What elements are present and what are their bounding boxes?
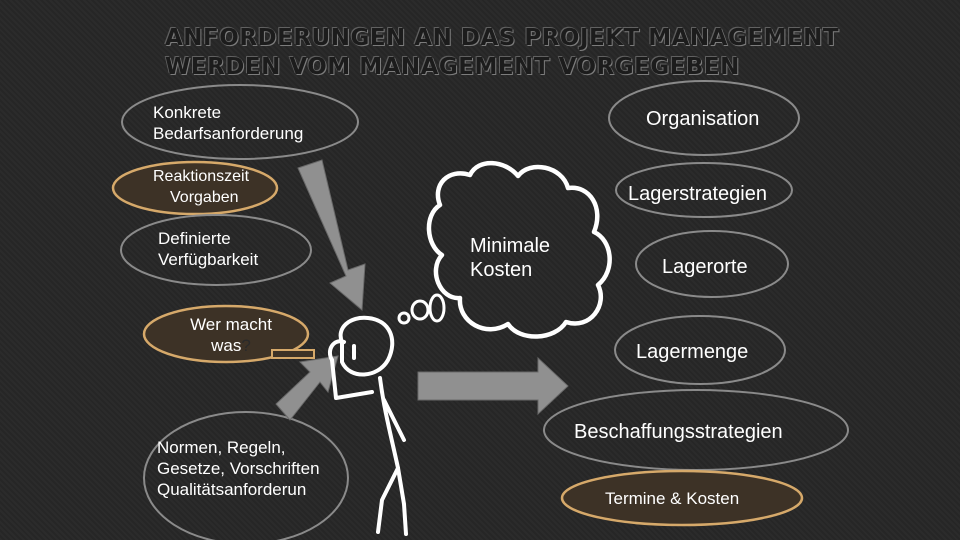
label-lagermenge: Lagermenge (636, 341, 749, 363)
person-leg-right (396, 466, 408, 536)
arrow-right (417, 356, 569, 416)
label-wer-macht: Wer macht was? (176, 314, 286, 356)
ellipse-lagerstrategien (615, 162, 793, 218)
label-cloud: Minimale Kosten (470, 234, 580, 282)
person-head (338, 315, 395, 377)
thought-bubble-medium (410, 299, 430, 321)
label-cloud-line2: Kosten (470, 259, 533, 281)
person-hand (327, 339, 346, 362)
thinking-person (327, 315, 408, 536)
person-body (378, 376, 400, 470)
label-cloud-line1: Minimale (470, 235, 551, 257)
label-verfuegbarkeit-line2: Verfügbarkeit (158, 250, 259, 269)
label-lagerorte: Lagerorte (662, 256, 748, 278)
label-reaktionszeit-line1: Reaktionszeit (153, 168, 250, 185)
title-line-1: ANFORDERUNGEN AN DAS PROJEKT MANAGEMENT (165, 25, 840, 51)
thought-bubble-large (428, 293, 446, 323)
ellipse-konkrete (121, 84, 359, 160)
label-reaktionszeit-line2: Vorgaben (170, 189, 239, 206)
person-leg-left (376, 466, 400, 534)
page-title: ANFORDERUNGEN AN DAS PROJEKT MANAGEMENT … (165, 24, 865, 82)
label-wer-macht-line2: was? (176, 335, 286, 356)
label-normen: Normen, Regeln, Gesetze, Vorschriften Qu… (157, 438, 320, 499)
arrow-down-right (297, 159, 366, 312)
person-arm-right (382, 398, 406, 442)
ellipse-normen (143, 411, 349, 540)
label-verfuegbarkeit-line1: Definierte (158, 229, 231, 248)
thought-cloud (426, 160, 612, 339)
label-lagerstrategien: Lagerstrategien (628, 183, 767, 205)
title-line-2: WERDEN VOM MANAGEMENT VORGEGEBEN (165, 54, 740, 80)
person-arm (330, 358, 374, 400)
label-verfuegbarkeit: Definierte Verfügbarkeit (158, 228, 308, 270)
ellipse-wer-macht (142, 304, 310, 364)
thought-bubbles (397, 293, 446, 325)
label-konkrete: Konkrete Bedarfsanforderung (153, 103, 304, 143)
ellipse-termine (560, 469, 804, 527)
ellipse-lagerorte (635, 230, 789, 298)
label-wer-macht-line1: Wer macht (190, 315, 272, 334)
ellipse-reaktionszeit (111, 160, 279, 216)
label-wer-was: was (211, 336, 242, 355)
label-wer-question: ? (241, 336, 251, 355)
label-organisation: Organisation (646, 108, 760, 130)
ellipse-lagermenge (614, 315, 786, 385)
label-reaktionszeit: Reaktionszeit Vorgaben (153, 166, 283, 208)
label-beschaffung: Beschaffungsstrategien (574, 421, 783, 443)
thought-bubble-small (397, 311, 411, 325)
ellipse-organisation (608, 80, 800, 156)
label-termine: Termine & Kosten (605, 489, 740, 508)
ellipse-verfuegbarkeit (120, 214, 312, 286)
arrow-up-right (275, 355, 339, 421)
wer-macht-tab (271, 349, 315, 359)
